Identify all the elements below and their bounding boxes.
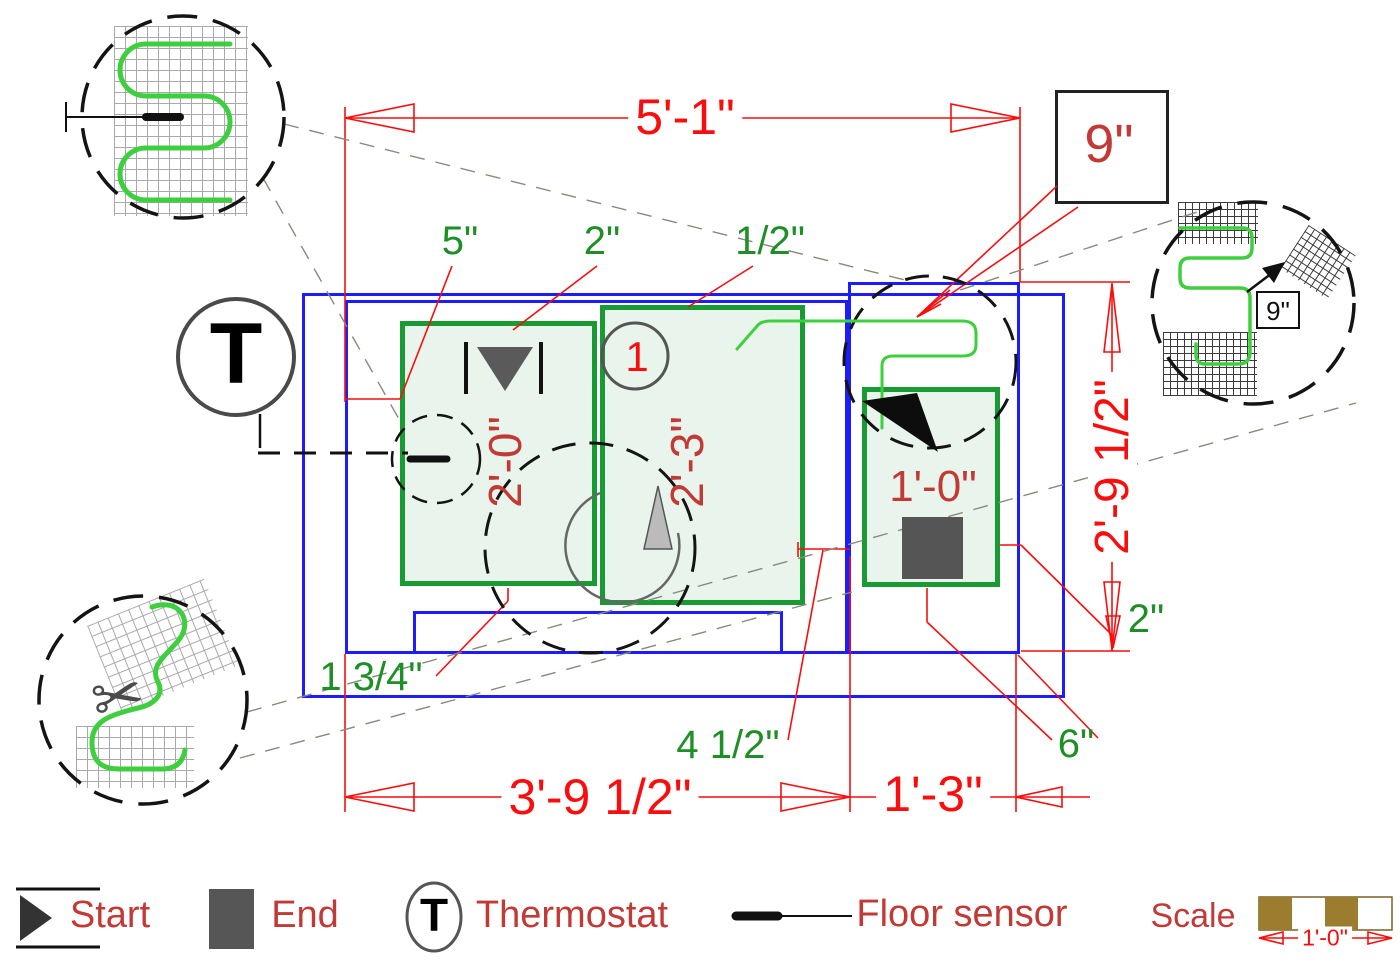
dim-mat-a-width: 2'-0": [479, 416, 531, 508]
clearance-left-wall: 5": [441, 219, 479, 263]
detail-serpentine-cut: [89, 602, 188, 772]
end-legend-icon: [209, 889, 254, 949]
start-legend-icon: [20, 895, 52, 941]
mesh-grid-topleft-detail: [114, 26, 248, 216]
zone-number: 1: [625, 333, 649, 380]
thermostat-symbol-circle: [176, 297, 296, 417]
clearance-bottom-wall: 1 3/4": [319, 655, 423, 699]
legend-end-label: End: [271, 894, 339, 936]
closet-cable-run: [735, 319, 978, 430]
cable-offset-callout-box: [1055, 90, 1169, 204]
loop-direction-arrowhead: [643, 485, 673, 550]
dim-detail-cable-offset: 9": [1266, 296, 1290, 326]
dim-total-height: 2'-9 1/2": [1086, 372, 1139, 562]
dim-total-width: 5'-1": [628, 92, 742, 142]
heating-mat-b: [600, 305, 805, 605]
clearance-mat-to-closet: 4 1/2": [676, 723, 780, 767]
legend-floor-sensor-label: Floor sensor: [856, 893, 1068, 935]
clearance-closet-right: 2": [1127, 597, 1165, 641]
detail-offset-arrow: [1262, 262, 1285, 283]
start-marker-mat-c: [862, 393, 938, 452]
room-outline-outer: [302, 293, 1065, 698]
dim-mat-b-width: 2'-3": [661, 416, 713, 508]
legend-scale-label: Scale: [1150, 897, 1236, 935]
detail-serpentine-topleft: [117, 41, 233, 203]
dim-closet-width: 1'-3": [876, 769, 990, 819]
clearance-closet-bottom: 6": [1057, 722, 1095, 766]
loop-direction-arc: [564, 491, 681, 604]
thermostat-legend-icon: [405, 881, 463, 953]
dim-main-width: 3'-9 1/2": [501, 772, 699, 822]
dim-mat-c-width: 1'-0": [889, 462, 977, 511]
thermostat-legend-symbol: T: [419, 889, 449, 941]
legend-start-label: Start: [69, 894, 151, 936]
clearance-mat-gap: 1/2": [735, 219, 805, 263]
scale-bar: [1258, 896, 1393, 931]
detail-serpentine-right: [1178, 226, 1254, 366]
start-marker-mat-a: [477, 347, 533, 391]
closet-outline: [848, 282, 1020, 654]
scale-length-label: 1'-0": [1298, 926, 1352, 950]
zone-number-circle: [600, 321, 670, 391]
detail-offset-callout-box: [1256, 291, 1300, 329]
end-marker-mat-c: [902, 517, 963, 579]
thermostat-symbol: T: [209, 306, 263, 402]
clearance-top-wall: 2": [583, 219, 621, 263]
dim-cable-offset: 9": [1084, 114, 1134, 174]
legend-thermostat-label: Thermostat: [475, 894, 669, 936]
